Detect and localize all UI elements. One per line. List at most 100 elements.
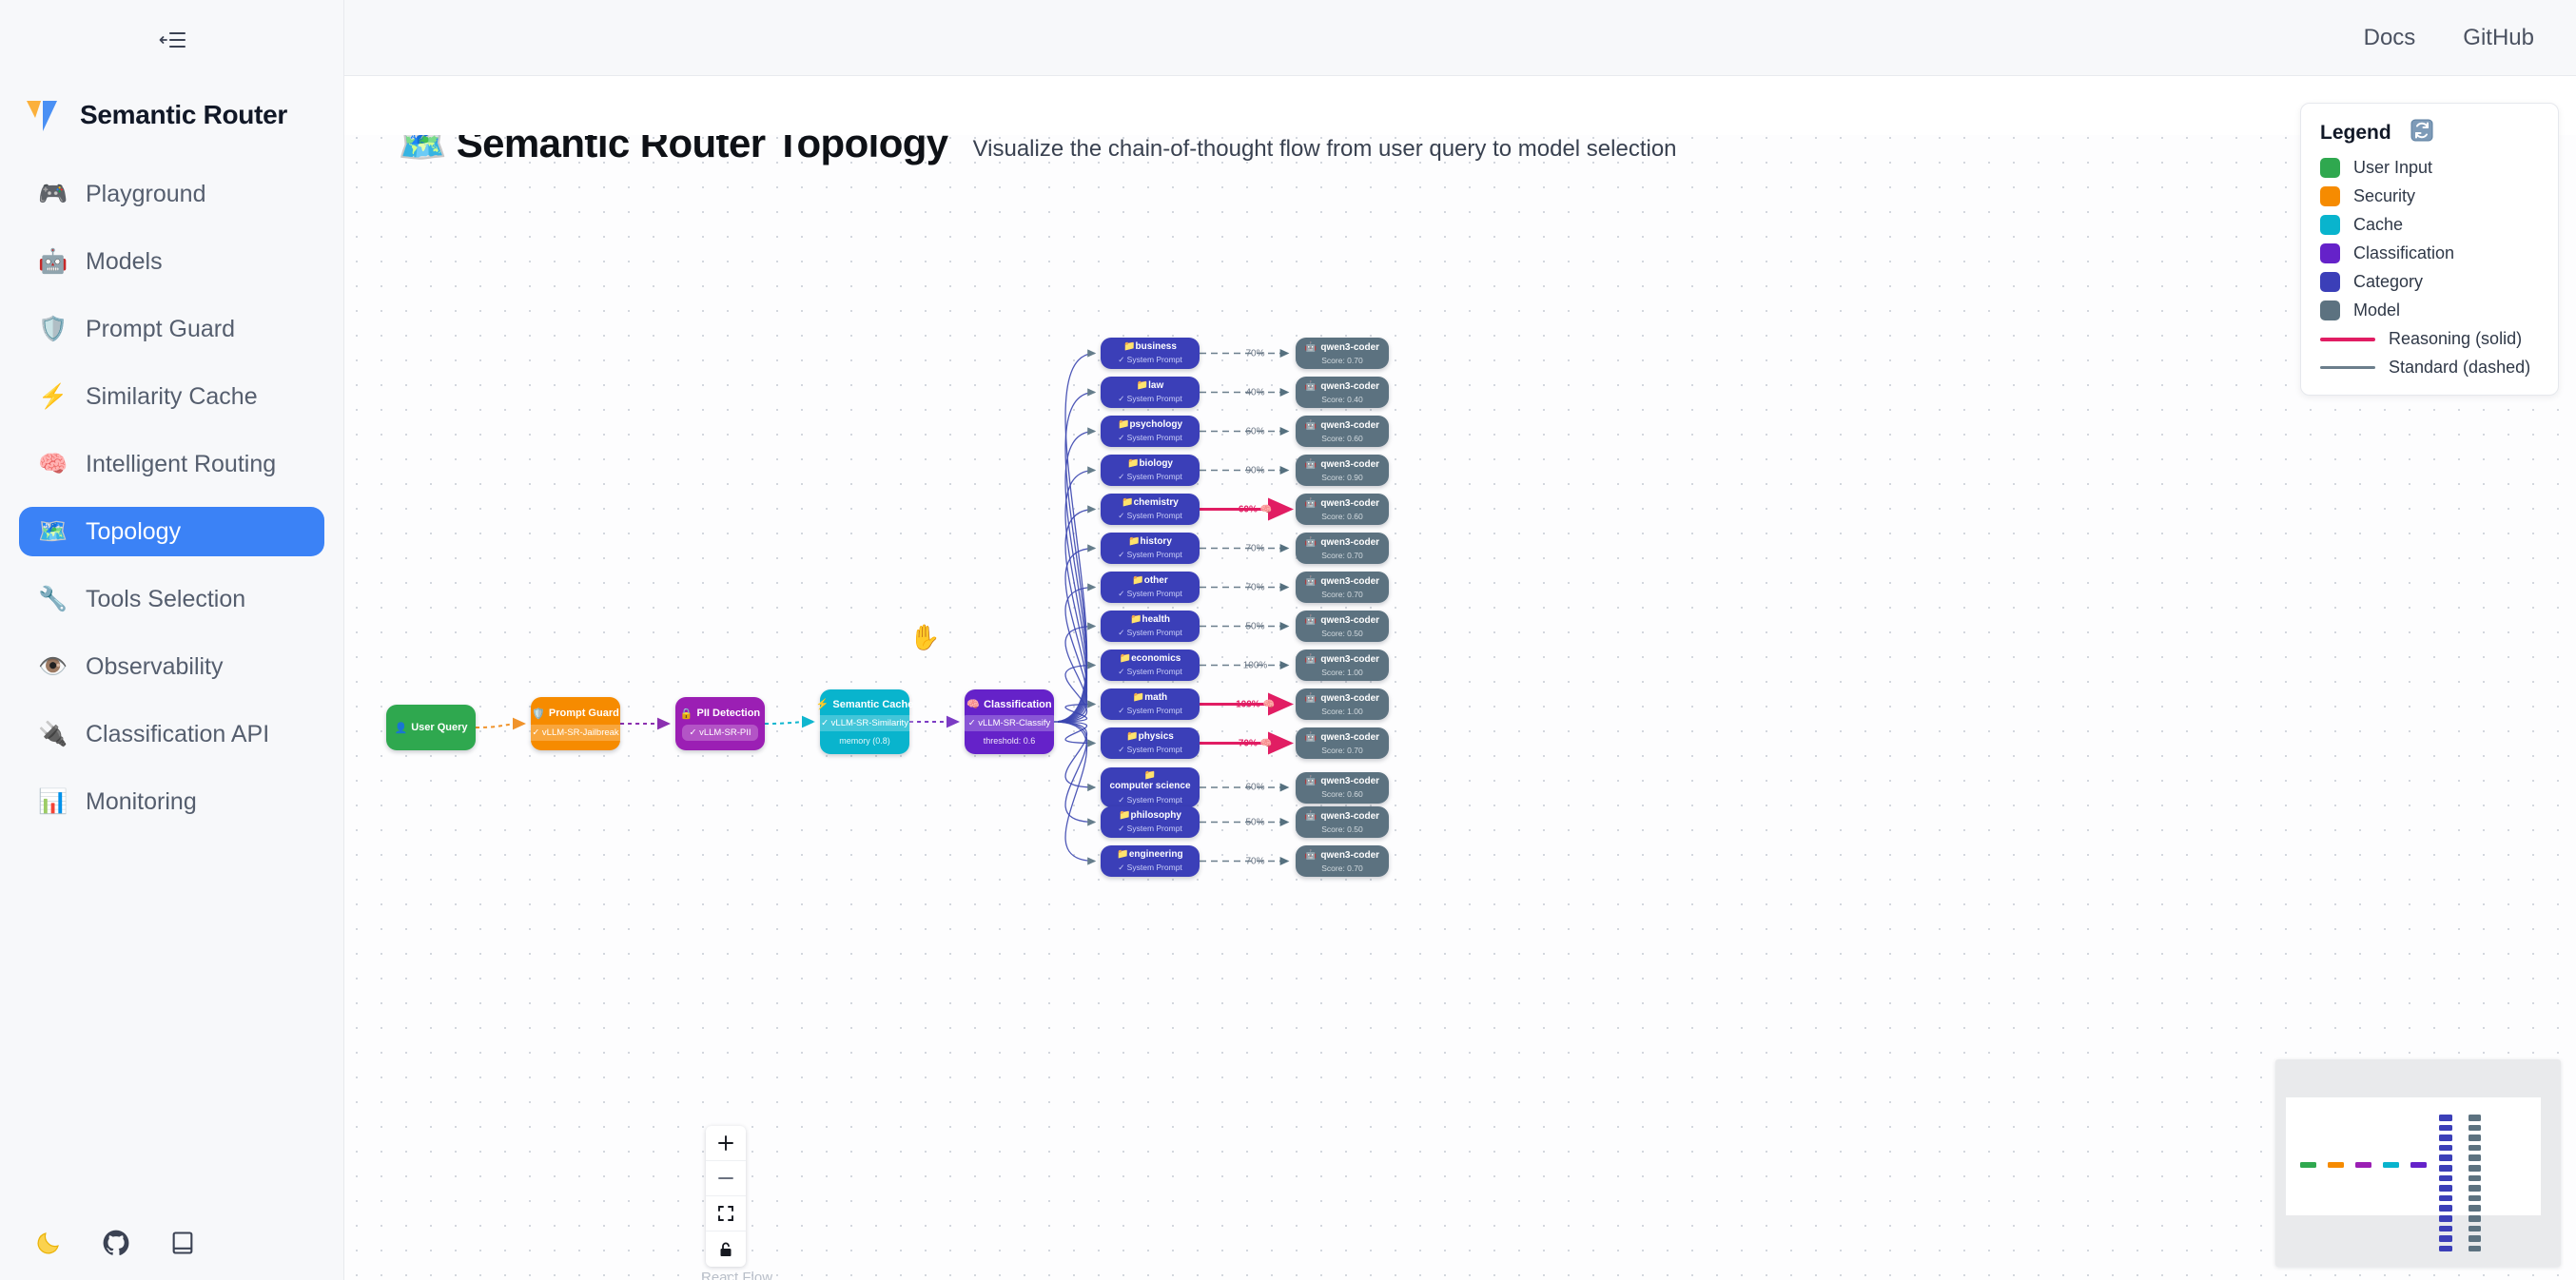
minimap-category-node (2439, 1144, 2452, 1152)
topbar-link-docs[interactable]: Docs (2363, 24, 2416, 50)
category-node-law[interactable]: 📁law✓ System Prompt (1101, 377, 1200, 408)
sidebar-item-monitoring[interactable]: 📊Monitoring (19, 777, 324, 826)
category-node-business[interactable]: 📁business✓ System Prompt (1101, 338, 1200, 369)
category-node-health[interactable]: 📁health✓ System Prompt (1101, 611, 1200, 642)
category-meta: ✓ System Prompt (1118, 511, 1182, 521)
legend-label: Security (2353, 186, 2416, 205)
model-title: 🤖qwen3-coder (1305, 537, 1379, 548)
category-label: business (1135, 340, 1177, 352)
refresh-icon[interactable] (2410, 119, 2433, 146)
reactflow-attribution[interactable]: React Flow (701, 1270, 773, 1280)
folder-icon: 📁 (1130, 613, 1142, 625)
model-label: qwen3-coder (1320, 419, 1380, 431)
node-model-pill: ✓ vLLM-SR-Jailbreak (524, 724, 627, 741)
robot-icon: 🤖 (1304, 458, 1317, 470)
sidebar-item-label: Topology (86, 517, 182, 545)
brand[interactable]: Semantic Router (0, 80, 343, 148)
node-emoji: 🧠 (966, 699, 981, 710)
dark-mode-moon-icon[interactable] (34, 1229, 63, 1257)
legend-line-solid: Reasoning (solid) (2320, 329, 2539, 349)
category-meta: ✓ System Prompt (1118, 745, 1182, 755)
sidebar-item-observability[interactable]: 👁️Observability (19, 642, 324, 691)
category-title: 📁computer science (1109, 770, 1190, 792)
legend-swatch (2320, 243, 2340, 263)
category-label: physics (1138, 730, 1174, 742)
topology-graph[interactable]: 👤User Query 🛡️Prompt Guard✓ vLLM-SR-Jailb… (344, 76, 2576, 1280)
model-title: 🤖qwen3-coder (1305, 654, 1379, 665)
robot-icon: 🤖 (1304, 692, 1317, 704)
node-title: ⚡Semantic Cache (816, 698, 914, 711)
collapse-sidebar-icon[interactable] (0, 0, 343, 80)
category-node-history[interactable]: 📁history✓ System Prompt (1101, 533, 1200, 564)
gamepad-icon: 🎮 (38, 180, 68, 207)
lock-button[interactable] (706, 1232, 746, 1267)
zoom-in-button[interactable] (706, 1126, 746, 1161)
folder-icon: 📁 (1143, 769, 1157, 781)
category-node-biology[interactable]: 📁biology✓ System Prompt (1101, 455, 1200, 486)
sidebar-item-classification-api[interactable]: 🔌Classification API (19, 709, 324, 759)
legend-swatch (2320, 186, 2340, 206)
flow-canvas[interactable]: 🗺️ Semantic Router Topology Visualize th… (344, 76, 2576, 1280)
category-node-philosophy[interactable]: 📁philosophy✓ System Prompt (1101, 806, 1200, 838)
sidebar-item-playground[interactable]: 🎮 Playground (19, 169, 324, 219)
flow-minimap[interactable] (2275, 1059, 2561, 1267)
node-label: User Query (411, 722, 468, 733)
sidebar-item-intelligent-routing[interactable]: 🧠Intelligent Routing (19, 439, 324, 489)
minimap-category-node (2439, 1235, 2452, 1242)
category-node-physics[interactable]: 📁physics✓ System Prompt (1101, 727, 1200, 759)
sidebar-footer (0, 1229, 343, 1257)
minimap-category-node (2439, 1205, 2452, 1212)
minimap-model-node (2469, 1205, 2481, 1212)
topbar-link-github[interactable]: GitHub (2463, 24, 2534, 50)
node-label: Classification (984, 698, 1052, 710)
category-node-other[interactable]: 📁other✓ System Prompt (1101, 572, 1200, 603)
sidebar-item-models[interactable]: 🤖Models (19, 237, 324, 286)
minimap-category-node (2439, 1154, 2452, 1161)
category-node-engineering[interactable]: 📁engineering✓ System Prompt (1101, 845, 1200, 877)
sidebar-item-tools-selection[interactable]: 🔧Tools Selection (19, 574, 324, 624)
node-user-query[interactable]: 👤User Query (386, 705, 476, 750)
legend-item-category: Category (2320, 272, 2539, 292)
model-title: 🤖qwen3-coder (1305, 342, 1379, 353)
sidebar-item-prompt-guard[interactable]: 🛡️Prompt Guard (19, 304, 324, 354)
node-title: 🧠Classification (966, 698, 1052, 711)
node-pii-detection[interactable]: 🔒PII Detection✓ vLLM-SR-PII (675, 697, 765, 750)
category-node-economics[interactable]: 📁economics✓ System Prompt (1101, 650, 1200, 681)
github-icon[interactable] (103, 1230, 129, 1256)
book-docs-icon[interactable] (169, 1230, 196, 1256)
sidebar-item-topology[interactable]: 🗺️Topology (19, 507, 324, 556)
category-node-chemistry[interactable]: 📁chemistry✓ System Prompt (1101, 494, 1200, 525)
model-score: Score: 0.60 (1321, 511, 1363, 521)
category-node-psychology[interactable]: 📁psychology✓ System Prompt (1101, 416, 1200, 447)
model-score: Score: 0.70 (1321, 863, 1363, 873)
node-title: 🔒PII Detection (680, 708, 760, 720)
sidebar-item-label: Intelligent Routing (86, 450, 277, 477)
category-node-computer-science[interactable]: 📁computer science ✓ System Prompt (1101, 767, 1200, 807)
category-meta: ✓ System Prompt (1118, 628, 1182, 638)
node-prompt-guard[interactable]: 🛡️Prompt Guard✓ vLLM-SR-Jailbreak (524, 697, 627, 750)
zoom-out-button[interactable] (706, 1161, 746, 1196)
brand-name: Semantic Router (80, 100, 287, 129)
sidebar-item-label: Playground (86, 180, 206, 207)
fit-view-button[interactable] (706, 1196, 746, 1232)
category-meta: ✓ System Prompt (1118, 794, 1182, 805)
sidebar-item-similarity-cache[interactable]: ⚡Similarity Cache (19, 372, 324, 421)
category-node-math[interactable]: 📁math✓ System Prompt (1101, 688, 1200, 720)
model-title: 🤖qwen3-coder (1305, 615, 1379, 626)
